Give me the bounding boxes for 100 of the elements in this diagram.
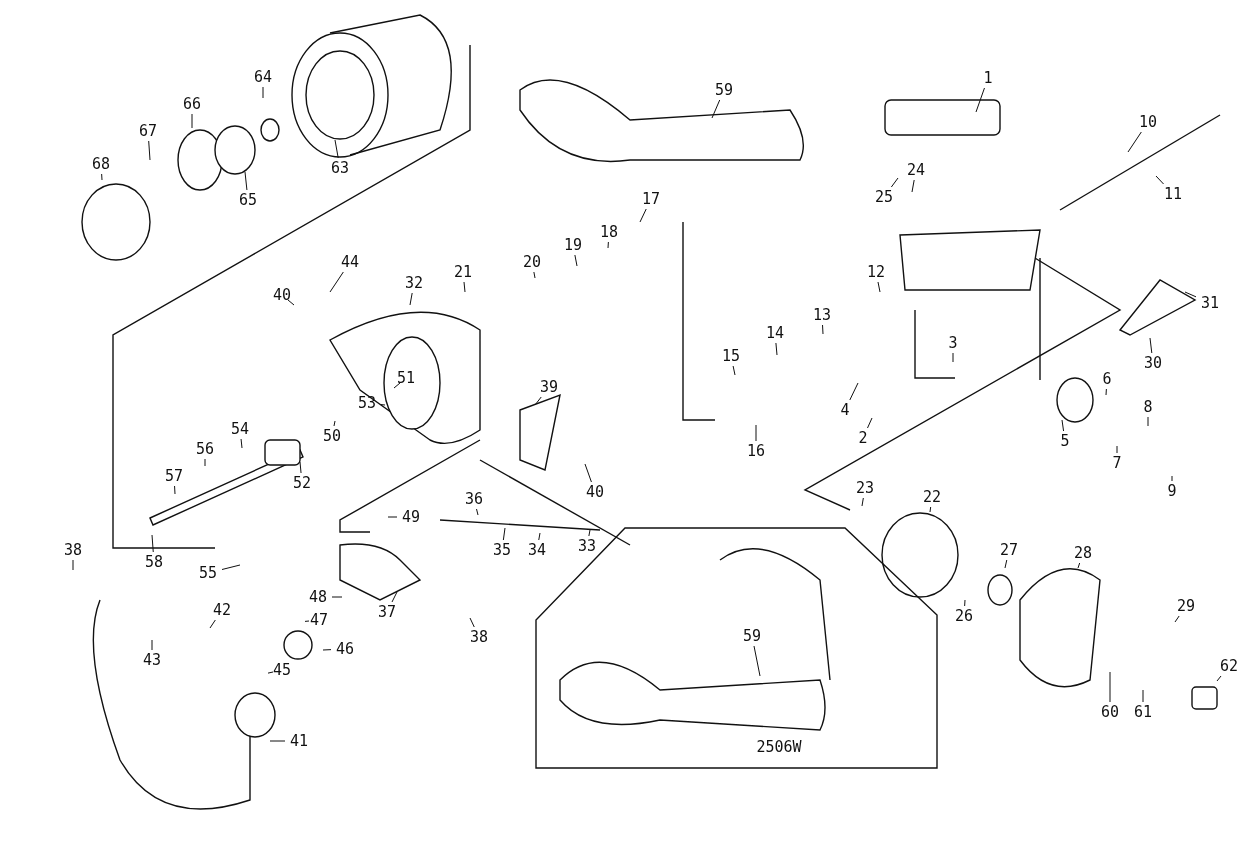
- callout-number: 50: [319, 427, 345, 445]
- leader-line: [533, 271, 536, 279]
- leader-line: [867, 417, 873, 429]
- callout-number: 58: [141, 553, 167, 571]
- callout-number: 68: [88, 155, 114, 173]
- callout-number: 65: [235, 191, 261, 209]
- leader-line: [409, 292, 413, 306]
- leader-line: [1171, 475, 1173, 482]
- leader-line: [469, 617, 475, 628]
- leader-line: [952, 352, 954, 363]
- leader-line: [240, 438, 243, 449]
- callout-number: 12: [863, 263, 889, 281]
- leader-line: [1061, 419, 1065, 432]
- callout-number: 14: [762, 324, 788, 342]
- leader-line: [304, 620, 310, 622]
- leader-line: [221, 564, 241, 570]
- callout-number: 66: [179, 95, 205, 113]
- leader-line: [1109, 671, 1111, 703]
- callout-number: 33: [574, 537, 600, 555]
- callout-number: 34: [524, 541, 550, 559]
- leader-line: [287, 299, 295, 306]
- callout-number: 23: [852, 479, 878, 497]
- callout-number: 6: [1094, 370, 1120, 388]
- leader-line: [711, 99, 721, 119]
- leader-line: [72, 559, 74, 571]
- leader-line: [209, 619, 216, 629]
- leader-line: [975, 87, 985, 113]
- leader-line: [329, 271, 344, 293]
- callout-number: 60: [1097, 703, 1123, 721]
- callout-number: 53: [354, 394, 380, 412]
- callout-number: 59: [739, 627, 765, 645]
- leader-line: [534, 396, 542, 406]
- leader-line: [753, 645, 761, 677]
- leader-line: [929, 506, 932, 513]
- callout-number: 55: [195, 564, 221, 582]
- leader-line: [334, 139, 339, 159]
- leader-line: [755, 424, 757, 442]
- leader-line: [393, 382, 401, 389]
- leader-line: [1004, 559, 1008, 569]
- leader-line: [101, 173, 103, 181]
- leader-line: [538, 532, 541, 541]
- callout-number: 41: [286, 732, 312, 750]
- callout-number: 54: [227, 420, 253, 438]
- leader-line: [502, 527, 506, 541]
- leader-line: [463, 281, 466, 293]
- callout-number: 1: [975, 69, 1001, 87]
- callout-number: 2: [850, 429, 876, 447]
- leader-line: [476, 508, 479, 516]
- callout-number: 38: [60, 541, 86, 559]
- leader-line: [380, 404, 386, 406]
- callout-number: 36: [461, 490, 487, 508]
- callout-number: 42: [209, 601, 235, 619]
- callout-number: 63: [327, 159, 353, 177]
- leader-line: [1116, 445, 1118, 454]
- leader-line: [1147, 416, 1149, 427]
- callout-number: 8: [1135, 398, 1161, 416]
- leader-line: [1105, 388, 1107, 396]
- callout-number: 51: [393, 369, 419, 387]
- callout-number: 32: [401, 274, 427, 292]
- leader-line: [269, 740, 286, 742]
- callout-number: 13: [809, 306, 835, 324]
- callout-number: 48: [305, 588, 331, 606]
- leader-line: [1174, 615, 1180, 623]
- leader-line: [299, 461, 302, 474]
- callout-number: 35: [489, 541, 515, 559]
- leader-line: [584, 463, 592, 483]
- callout-number: 46: [332, 640, 358, 658]
- callout-number: 61: [1130, 703, 1156, 721]
- callout-number: 5: [1052, 432, 1078, 450]
- callout-number: 25: [871, 188, 897, 206]
- leader-line: [1155, 175, 1165, 185]
- callout-number: 20: [519, 253, 545, 271]
- leader-line: [1149, 337, 1153, 354]
- callout-number: 18: [596, 223, 622, 241]
- callout-number: 37: [374, 603, 400, 621]
- callout-number: 59: [711, 81, 737, 99]
- leader-line: [911, 179, 915, 193]
- callout-number: 62: [1216, 657, 1242, 675]
- callout-number: 40: [582, 483, 608, 501]
- callout-number: 19: [560, 236, 586, 254]
- leader-line: [1142, 689, 1144, 703]
- callout-number: 16: [743, 442, 769, 460]
- leader-line: [262, 86, 264, 99]
- leader-line: [1077, 562, 1081, 569]
- callout-number: 52: [289, 474, 315, 492]
- leader-line: [174, 485, 176, 495]
- callout-number: 30: [1140, 354, 1166, 372]
- callout-number: 3: [940, 334, 966, 352]
- model-code: 2506W: [755, 738, 803, 756]
- callout-number: 39: [536, 378, 562, 396]
- leader-line: [1184, 291, 1197, 298]
- callout-number: 40: [269, 286, 295, 304]
- leader-line: [331, 596, 343, 598]
- leader-line: [204, 458, 206, 467]
- callout-number: 15: [718, 347, 744, 365]
- callout-number: 43: [139, 651, 165, 669]
- callout-number: 22: [919, 488, 945, 506]
- leader-line: [151, 639, 153, 651]
- leader-line: [1216, 675, 1222, 682]
- leader-line: [574, 254, 578, 267]
